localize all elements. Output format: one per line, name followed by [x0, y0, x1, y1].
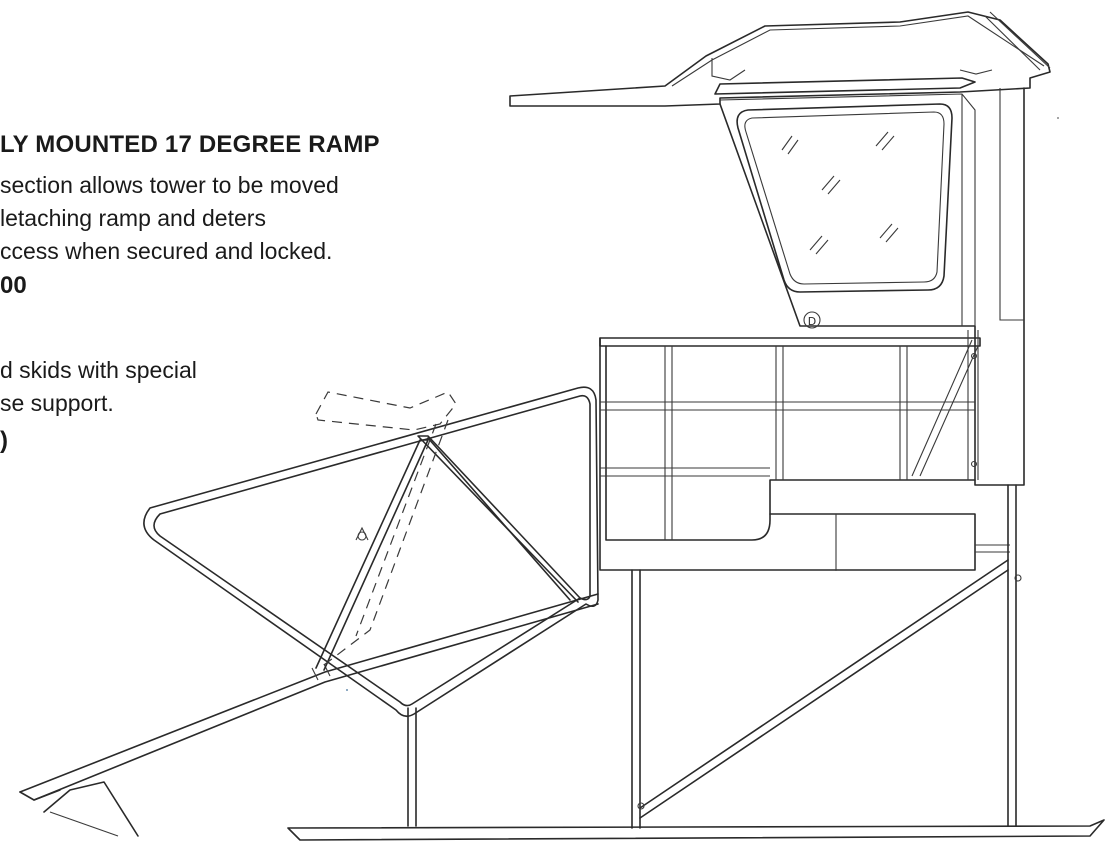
skid-option-line-1: d skids with special — [0, 357, 197, 383]
skid-option-price: ) — [0, 427, 8, 454]
ramp — [19, 593, 599, 837]
door-marker-label: D — [808, 315, 816, 328]
ramp-option-heading: LY MOUNTED 17 DEGREE RAMP — [0, 131, 380, 158]
ramp-option-line-2: letaching ramp and deters — [0, 205, 266, 231]
handrail — [143, 386, 599, 718]
ramp-option-line-3: ccess when secured and locked. — [0, 238, 333, 264]
skid-option-line-2: se support. — [0, 390, 114, 416]
ramp-option-line-1: section allows tower to be moved — [0, 172, 339, 198]
dashed-latch-position — [315, 391, 457, 669]
tower-legs — [287, 484, 1105, 841]
deck-railing — [599, 330, 1010, 571]
ramp-option-price: 00 — [0, 272, 27, 299]
roof — [509, 11, 1051, 107]
cabin: D — [719, 87, 1025, 486]
